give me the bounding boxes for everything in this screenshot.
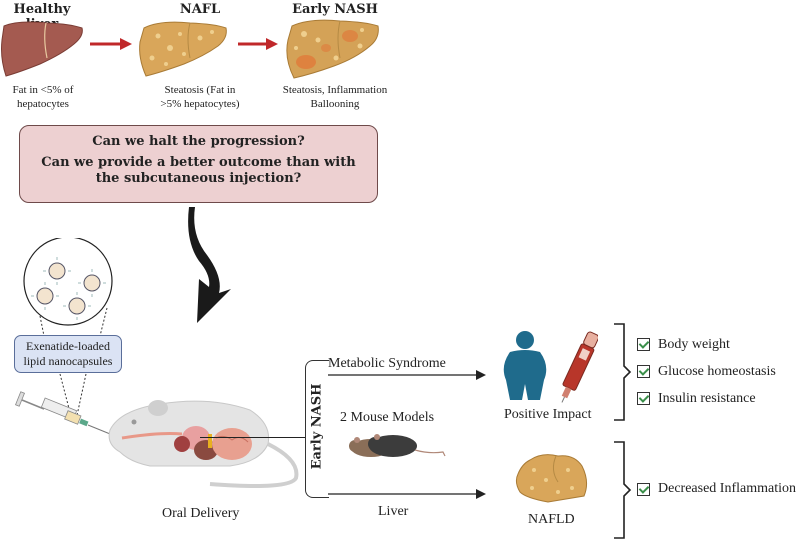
question-box: Can we halt the progression? Can we prov…: [19, 125, 378, 203]
arrow-right-icon: [328, 370, 486, 380]
early-nash-label: Early NASH: [309, 383, 325, 470]
check-item: Body weight: [637, 331, 776, 358]
early-nash-bracket: Early NASH: [305, 360, 329, 498]
caption-line: >5% hepatocytes): [160, 98, 240, 110]
check-label: Body weight: [658, 336, 730, 352]
checkbox-checked-icon: [637, 338, 650, 351]
nafld-label: NAFLD: [528, 512, 575, 527]
early-nash-liver-icon: [286, 19, 379, 79]
check-item: Insulin resistance: [637, 385, 776, 412]
caption-line: Ballooning: [310, 98, 360, 110]
stage-caption-early-nash: Steatosis, Inflammation Ballooning: [270, 83, 400, 111]
curved-down-arrow-icon: [188, 207, 231, 323]
nanocapsule-label-line2: lipid nanocapsules: [23, 354, 113, 368]
oral-delivery-label: Oral Delivery: [162, 506, 240, 521]
stage-title-early-nash: Early NASH: [292, 2, 378, 17]
insulin-pen-icon: [561, 331, 598, 403]
nafl-liver-icon: [139, 21, 227, 77]
nanocapsule-icon: [31, 257, 106, 320]
positive-impact-checklist: Body weight Glucose homeostasis Insulin …: [637, 331, 776, 412]
oral-delivery-illustration: [15, 391, 299, 488]
progression-arrow-icon: [238, 38, 278, 50]
mouse-icon: [108, 400, 299, 488]
nafld-checklist: Decreased Inflammation: [637, 481, 796, 497]
caption-line: Steatosis, Inflammation: [282, 84, 388, 96]
liver-branch-label: Liver: [378, 504, 409, 519]
mouse-models-label: 2 Mouse Models: [340, 410, 435, 425]
question-outcome-line1: Can we provide a better outcome than wit…: [41, 155, 356, 170]
caption-line: Steatosis (Fat in: [164, 84, 236, 96]
progression-arrow-icon: [90, 38, 132, 50]
checkbox-checked-icon: [637, 482, 650, 496]
check-label: Insulin resistance: [658, 390, 756, 406]
checkbox-checked-icon: [637, 392, 650, 405]
branch-arrows: [328, 370, 486, 499]
nafld-liver-icon: [515, 454, 588, 503]
stage-caption-nafl: Steatosis (Fat in >5% hepatocytes): [135, 83, 265, 111]
caption-line: Fat in <5% of: [12, 84, 74, 96]
question-halt: Can we halt the progression?: [92, 134, 305, 149]
checkbox-checked-icon: [637, 365, 650, 378]
check-label: Glucose homeostasis: [658, 363, 776, 379]
nanocapsule-label-box: Exenatide-loaded lipid nanocapsules: [14, 335, 122, 373]
stage-title-nafl: NAFL: [179, 2, 221, 17]
question-outcome-line2: the subcutaneous injection?: [95, 171, 302, 186]
nanocapsule-label-line1: Exenatide-loaded: [26, 339, 110, 353]
brace-icon: [614, 323, 632, 421]
nanocapsule-magnified-view: [23, 238, 113, 418]
connector-line: [200, 437, 305, 438]
liver-progression-graphics: [1, 19, 379, 79]
check-item: Glucose homeostasis: [637, 358, 776, 385]
check-item: Decreased Inflammation: [637, 481, 796, 497]
caption-line: hepatocytes: [17, 98, 69, 110]
brace-icon: [614, 441, 632, 539]
check-label: Decreased Inflammation: [658, 481, 796, 496]
two-mice-icon: [349, 434, 446, 457]
positive-impact-label: Positive Impact: [504, 407, 592, 422]
stage-caption-healthy: Fat in <5% of hepatocytes: [0, 83, 86, 111]
healthy-liver-icon: [1, 21, 83, 77]
arrow-right-icon: [328, 489, 486, 499]
metabolic-syndrome-label: Metabolic Syndrome: [328, 356, 446, 371]
obese-person-icon: [503, 331, 547, 400]
syringe-icon: [15, 391, 121, 439]
